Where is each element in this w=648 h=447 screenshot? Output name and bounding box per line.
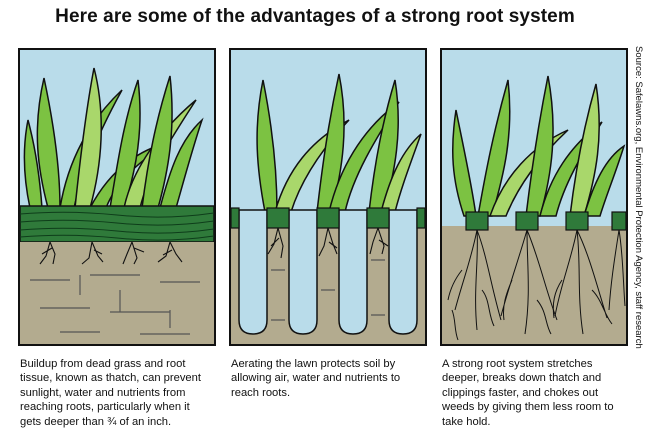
grass-leaves bbox=[23, 67, 204, 209]
panel-strong-roots bbox=[440, 48, 628, 346]
strong-roots-illustration bbox=[442, 75, 626, 344]
thatch-layer bbox=[20, 205, 214, 243]
diagram-title: Here are some of the advantages of a str… bbox=[55, 6, 575, 27]
soil-layer bbox=[20, 242, 214, 344]
roots bbox=[267, 227, 389, 259]
thatch-plugs bbox=[231, 207, 425, 229]
caption-strong-roots: A strong root system stretches deeper, b… bbox=[442, 358, 614, 428]
caption-aeration: Aerating the lawn protects soil by allow… bbox=[231, 358, 401, 399]
deep-roots bbox=[447, 229, 626, 341]
grass-leaves bbox=[256, 73, 422, 213]
aeration-illustration bbox=[231, 73, 425, 344]
short-roots bbox=[39, 241, 183, 265]
caption-thatch: Buildup from dead grass and root tissue,… bbox=[20, 358, 201, 428]
panel-thatch bbox=[18, 48, 216, 346]
soil-layer bbox=[442, 226, 626, 344]
source-credit: Source: Safelawns.org, Environmental Pro… bbox=[633, 46, 645, 349]
thatch-plugs bbox=[465, 211, 626, 231]
source-text: Source: Safelawns.org, Environmental Pro… bbox=[633, 46, 644, 349]
aerated-soil bbox=[231, 209, 425, 344]
grass-leaves bbox=[451, 75, 626, 217]
panel-aeration bbox=[229, 48, 427, 346]
thatch-illustration bbox=[20, 67, 214, 344]
